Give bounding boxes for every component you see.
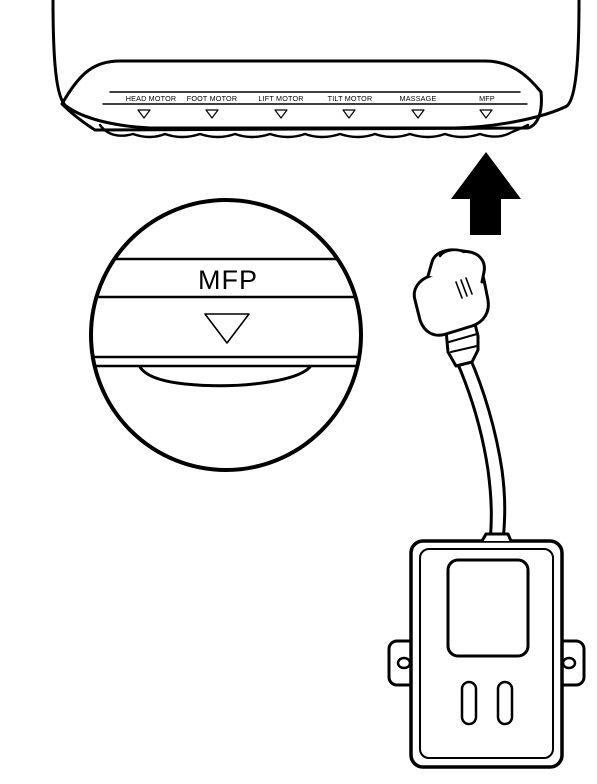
module-body-inner [419, 548, 554, 759]
port-label-lift-motor: LIFT MOTOR [258, 94, 303, 103]
triangle-down-icon [204, 313, 250, 344]
port-label-tilt-motor: TILT MOTOR [328, 94, 373, 103]
control-box-inner-panel [60, 59, 543, 132]
plug-grip-line [465, 277, 473, 295]
strain-relief-ridge [448, 333, 478, 343]
plug-body [412, 263, 490, 337]
arrow-up-icon [451, 152, 521, 235]
triangle-down-icon [342, 109, 356, 119]
cable [455, 360, 493, 544]
triangle-down-icon [274, 109, 288, 119]
module-slot-right [496, 680, 514, 726]
power-module-icon [387, 532, 586, 769]
zoom-circle-outline [89, 198, 363, 472]
port-label-head-motor: HEAD MOTOR [126, 94, 177, 103]
port-label-massage: MASSAGE [400, 94, 437, 103]
module-slot-left [460, 680, 478, 726]
triangle-down-icon [137, 109, 151, 119]
module-cable-entry [480, 532, 513, 543]
zoom-socket-curve [138, 365, 312, 388]
plug-grip-line [455, 281, 463, 299]
module-window [446, 558, 530, 658]
triangle-down-icon [411, 109, 425, 119]
module-body [409, 539, 564, 769]
strain-relief-ridge [450, 345, 478, 353]
plug-grip-line [460, 279, 468, 297]
zoom-label-mfp: MFP [198, 265, 258, 295]
port-label-foot-motor: FOOT MOTOR [187, 94, 237, 103]
port-labels: HEAD MOTOR FOOT MOTOR LIFT MOTOR TILT MO… [126, 94, 495, 103]
plug-tip [438, 248, 466, 258]
control-box [51, 0, 581, 139]
port-triangles [137, 109, 493, 119]
cable-inner [468, 356, 507, 544]
triangle-down-icon [205, 109, 219, 119]
cable-plug [412, 248, 507, 544]
triangle-down-icon [479, 109, 493, 119]
port-sockets-scallop [98, 123, 530, 139]
port-label-mfp: MFP [479, 94, 495, 103]
zoom-callout: MFP [89, 198, 363, 472]
